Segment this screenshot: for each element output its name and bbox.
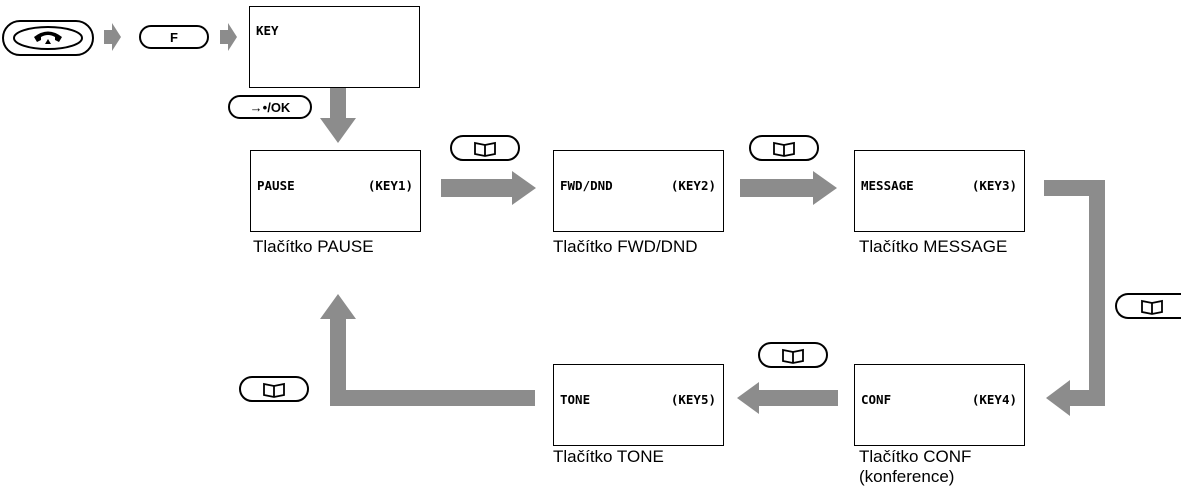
flow-arrow-icon <box>441 171 536 205</box>
screen-tone-key: (KEY5) <box>670 392 716 407</box>
flow-arrow-icon <box>104 23 121 51</box>
lcd-screen-conf: CONF (KEY4) <box>854 364 1025 446</box>
screen-pause-key: (KEY1) <box>367 178 413 193</box>
phonebook-icon <box>773 141 795 157</box>
phonebook-key[interactable] <box>1115 293 1181 319</box>
phonebook-key[interactable] <box>239 376 309 402</box>
screen-conf-key: (KEY4) <box>971 392 1017 407</box>
flow-arrow-icon <box>737 382 838 414</box>
lcd-screen-fwd-dnd: FWD/DND (KEY2) <box>553 150 724 232</box>
phonebook-icon <box>1141 299 1163 315</box>
flow-arrow-icon <box>1044 180 1105 416</box>
lcd-screen-key: KEY <box>249 6 420 88</box>
screen-pause-name: PAUSE <box>257 178 295 193</box>
phonebook-icon <box>782 348 804 364</box>
off-hook-key[interactable] <box>2 20 94 56</box>
phonebook-key[interactable] <box>450 135 520 161</box>
off-hook-key-icon <box>13 26 83 50</box>
flow-arrow-icon <box>320 294 535 406</box>
lcd-screen-message: MESSAGE (KEY3) <box>854 150 1025 232</box>
caption-pause: Tlačítko PAUSE <box>253 237 374 256</box>
lcd-screen-pause: PAUSE (KEY1) <box>250 150 421 232</box>
phonebook-icon <box>474 141 496 157</box>
caption-message: Tlačítko MESSAGE <box>859 237 1008 256</box>
screen-tone-name: TONE <box>560 392 591 407</box>
screen-key-text: KEY <box>256 23 279 38</box>
caption-fwd-dnd: Tlačítko FWD/DND <box>553 237 698 256</box>
screen-message-key: (KEY3) <box>971 178 1017 193</box>
screen-conf-name: CONF <box>861 392 892 407</box>
caption-conf-note: (konference) <box>859 467 955 486</box>
caption-conf: Tlačítko CONF <box>859 447 972 466</box>
ok-key[interactable]: →•/OK <box>228 95 312 119</box>
lcd-screen-tone: TONE (KEY5) <box>553 364 724 446</box>
ok-key-label: →•/OK <box>249 99 291 115</box>
screen-fwd-name: FWD/DND <box>560 178 613 193</box>
phonebook-icon <box>263 382 285 398</box>
flow-arrow-icon <box>740 171 837 205</box>
function-key-label: F <box>170 29 178 45</box>
flow-arrow-icon <box>220 23 237 51</box>
screen-message-name: MESSAGE <box>861 178 914 193</box>
phonebook-key[interactable] <box>749 135 819 161</box>
screen-fwd-key: (KEY2) <box>670 178 716 193</box>
function-key[interactable]: F <box>139 25 209 49</box>
phonebook-key[interactable] <box>758 342 828 368</box>
flow-arrow-icon <box>320 86 356 143</box>
caption-tone: Tlačítko TONE <box>553 447 664 466</box>
